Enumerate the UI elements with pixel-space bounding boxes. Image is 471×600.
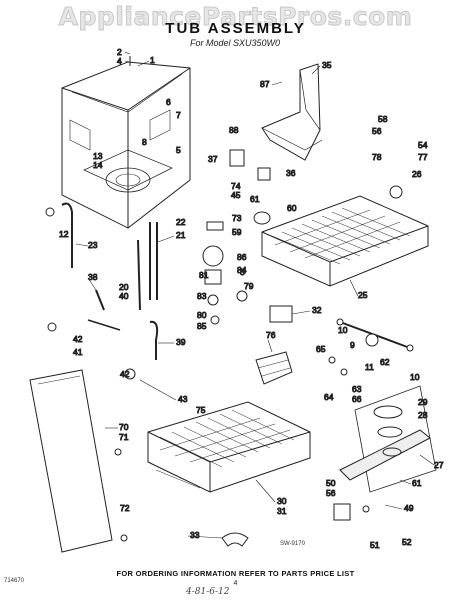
part-label: 42: [73, 334, 83, 344]
part-label: 72: [120, 503, 130, 513]
part-label: 29: [418, 397, 428, 407]
part-label: 30: [277, 496, 287, 506]
part-label: 56: [372, 126, 382, 136]
part-label: 83: [197, 291, 207, 301]
corner-code: 714670: [4, 578, 25, 584]
part-label: 32: [312, 305, 322, 315]
upper-dish-rack: [261, 195, 429, 287]
part-label: 1: [150, 55, 155, 65]
part-label: 5: [176, 145, 181, 155]
part-label: 64: [324, 392, 334, 402]
leader-lines: [75, 51, 435, 539]
part-label: 56: [326, 488, 336, 498]
part-label: 50: [326, 478, 336, 488]
door-panel: [29, 369, 113, 553]
diagram-code: SW-9170: [280, 541, 305, 547]
part-label: 79: [244, 281, 254, 291]
part-label: 59: [232, 227, 242, 237]
part-label: 61: [412, 478, 422, 488]
lower-dish-rack: [147, 401, 311, 493]
part-label: 88: [229, 125, 239, 135]
part-label: 11: [365, 362, 374, 372]
part-label: 4: [117, 56, 122, 66]
part-label: 49: [404, 503, 414, 513]
part-label: 21: [176, 230, 186, 240]
part-label: 7: [176, 110, 181, 120]
rack-support-bracket: [261, 63, 323, 161]
part-label: 84: [237, 265, 247, 275]
part-label: 6: [166, 97, 171, 107]
part-label: 75: [196, 405, 206, 415]
diagram-title: TUB ASSEMBLY: [165, 20, 306, 37]
part-label: 25: [358, 290, 368, 300]
part-label: 38: [88, 272, 98, 282]
part-label: 3: [240, 267, 245, 277]
ordering-note: FOR ORDERING INFORMATION REFER TO PARTS …: [116, 569, 355, 578]
part-label: 9: [350, 340, 355, 350]
part-label: 35: [322, 60, 332, 70]
part-label: 41: [73, 347, 83, 357]
silverware-basket: [255, 351, 293, 385]
part-label: 23: [88, 240, 98, 250]
part-label: 12: [59, 229, 69, 239]
part-label: 10: [338, 325, 348, 335]
small-components: [45, 149, 403, 547]
watermark: AppliancePartsPros.com: [58, 2, 413, 32]
part-label: 39: [176, 337, 186, 347]
part-label: 60: [287, 203, 297, 213]
part-label: 65: [316, 344, 326, 354]
part-label: 85: [197, 321, 207, 331]
part-label: 26: [412, 169, 422, 179]
part-label: 86: [237, 252, 247, 262]
fill-hoses: [61, 202, 159, 360]
tub-shell: [61, 56, 191, 229]
part-label: 14: [93, 160, 103, 170]
page-number: 4: [233, 580, 238, 587]
part-label: 2: [117, 47, 122, 57]
part-label: 80: [197, 310, 207, 320]
part-label: 54: [418, 140, 428, 150]
part-label: 58: [378, 114, 388, 124]
part-label: 51: [370, 540, 380, 550]
part-label: 43: [178, 394, 188, 404]
part-label: 77: [418, 152, 428, 162]
model-subtitle: For Model SXU350W0: [190, 38, 281, 48]
part-label: 78: [372, 152, 382, 162]
part-label: 8: [142, 137, 147, 147]
part-label: 87: [260, 79, 270, 89]
part-label: 37: [208, 154, 218, 164]
part-label: 62: [380, 357, 390, 367]
part-label: 42: [120, 369, 130, 379]
part-label: 13: [93, 151, 103, 161]
handwritten-note: 4-81-6-12: [186, 587, 230, 597]
part-label: 36: [286, 168, 296, 178]
part-label: 52: [402, 537, 412, 547]
part-label: 81: [199, 270, 209, 280]
part-label: 33: [190, 530, 200, 540]
part-label: 76: [266, 330, 276, 340]
part-label: 63: [352, 384, 362, 394]
spray-arm-assembly: [339, 385, 437, 493]
part-label: 20: [119, 282, 129, 292]
part-number-labels: 2 4 1 6 7 8 5 13 14 12 23 22 21 38 20 40…: [59, 47, 445, 551]
part-label: 27: [434, 460, 444, 470]
part-label: 10: [410, 372, 420, 382]
part-label: 74: [231, 181, 241, 191]
part-label: 28: [418, 410, 428, 420]
part-label: 73: [232, 213, 242, 223]
part-label: 70: [119, 422, 129, 432]
part-label: 61: [250, 194, 260, 204]
part-label: 71: [119, 432, 129, 442]
part-label: 45: [231, 190, 241, 200]
part-label: 31: [277, 506, 287, 516]
part-label: 22: [176, 217, 186, 227]
part-label: 66: [352, 394, 362, 404]
part-label: 40: [119, 291, 129, 301]
